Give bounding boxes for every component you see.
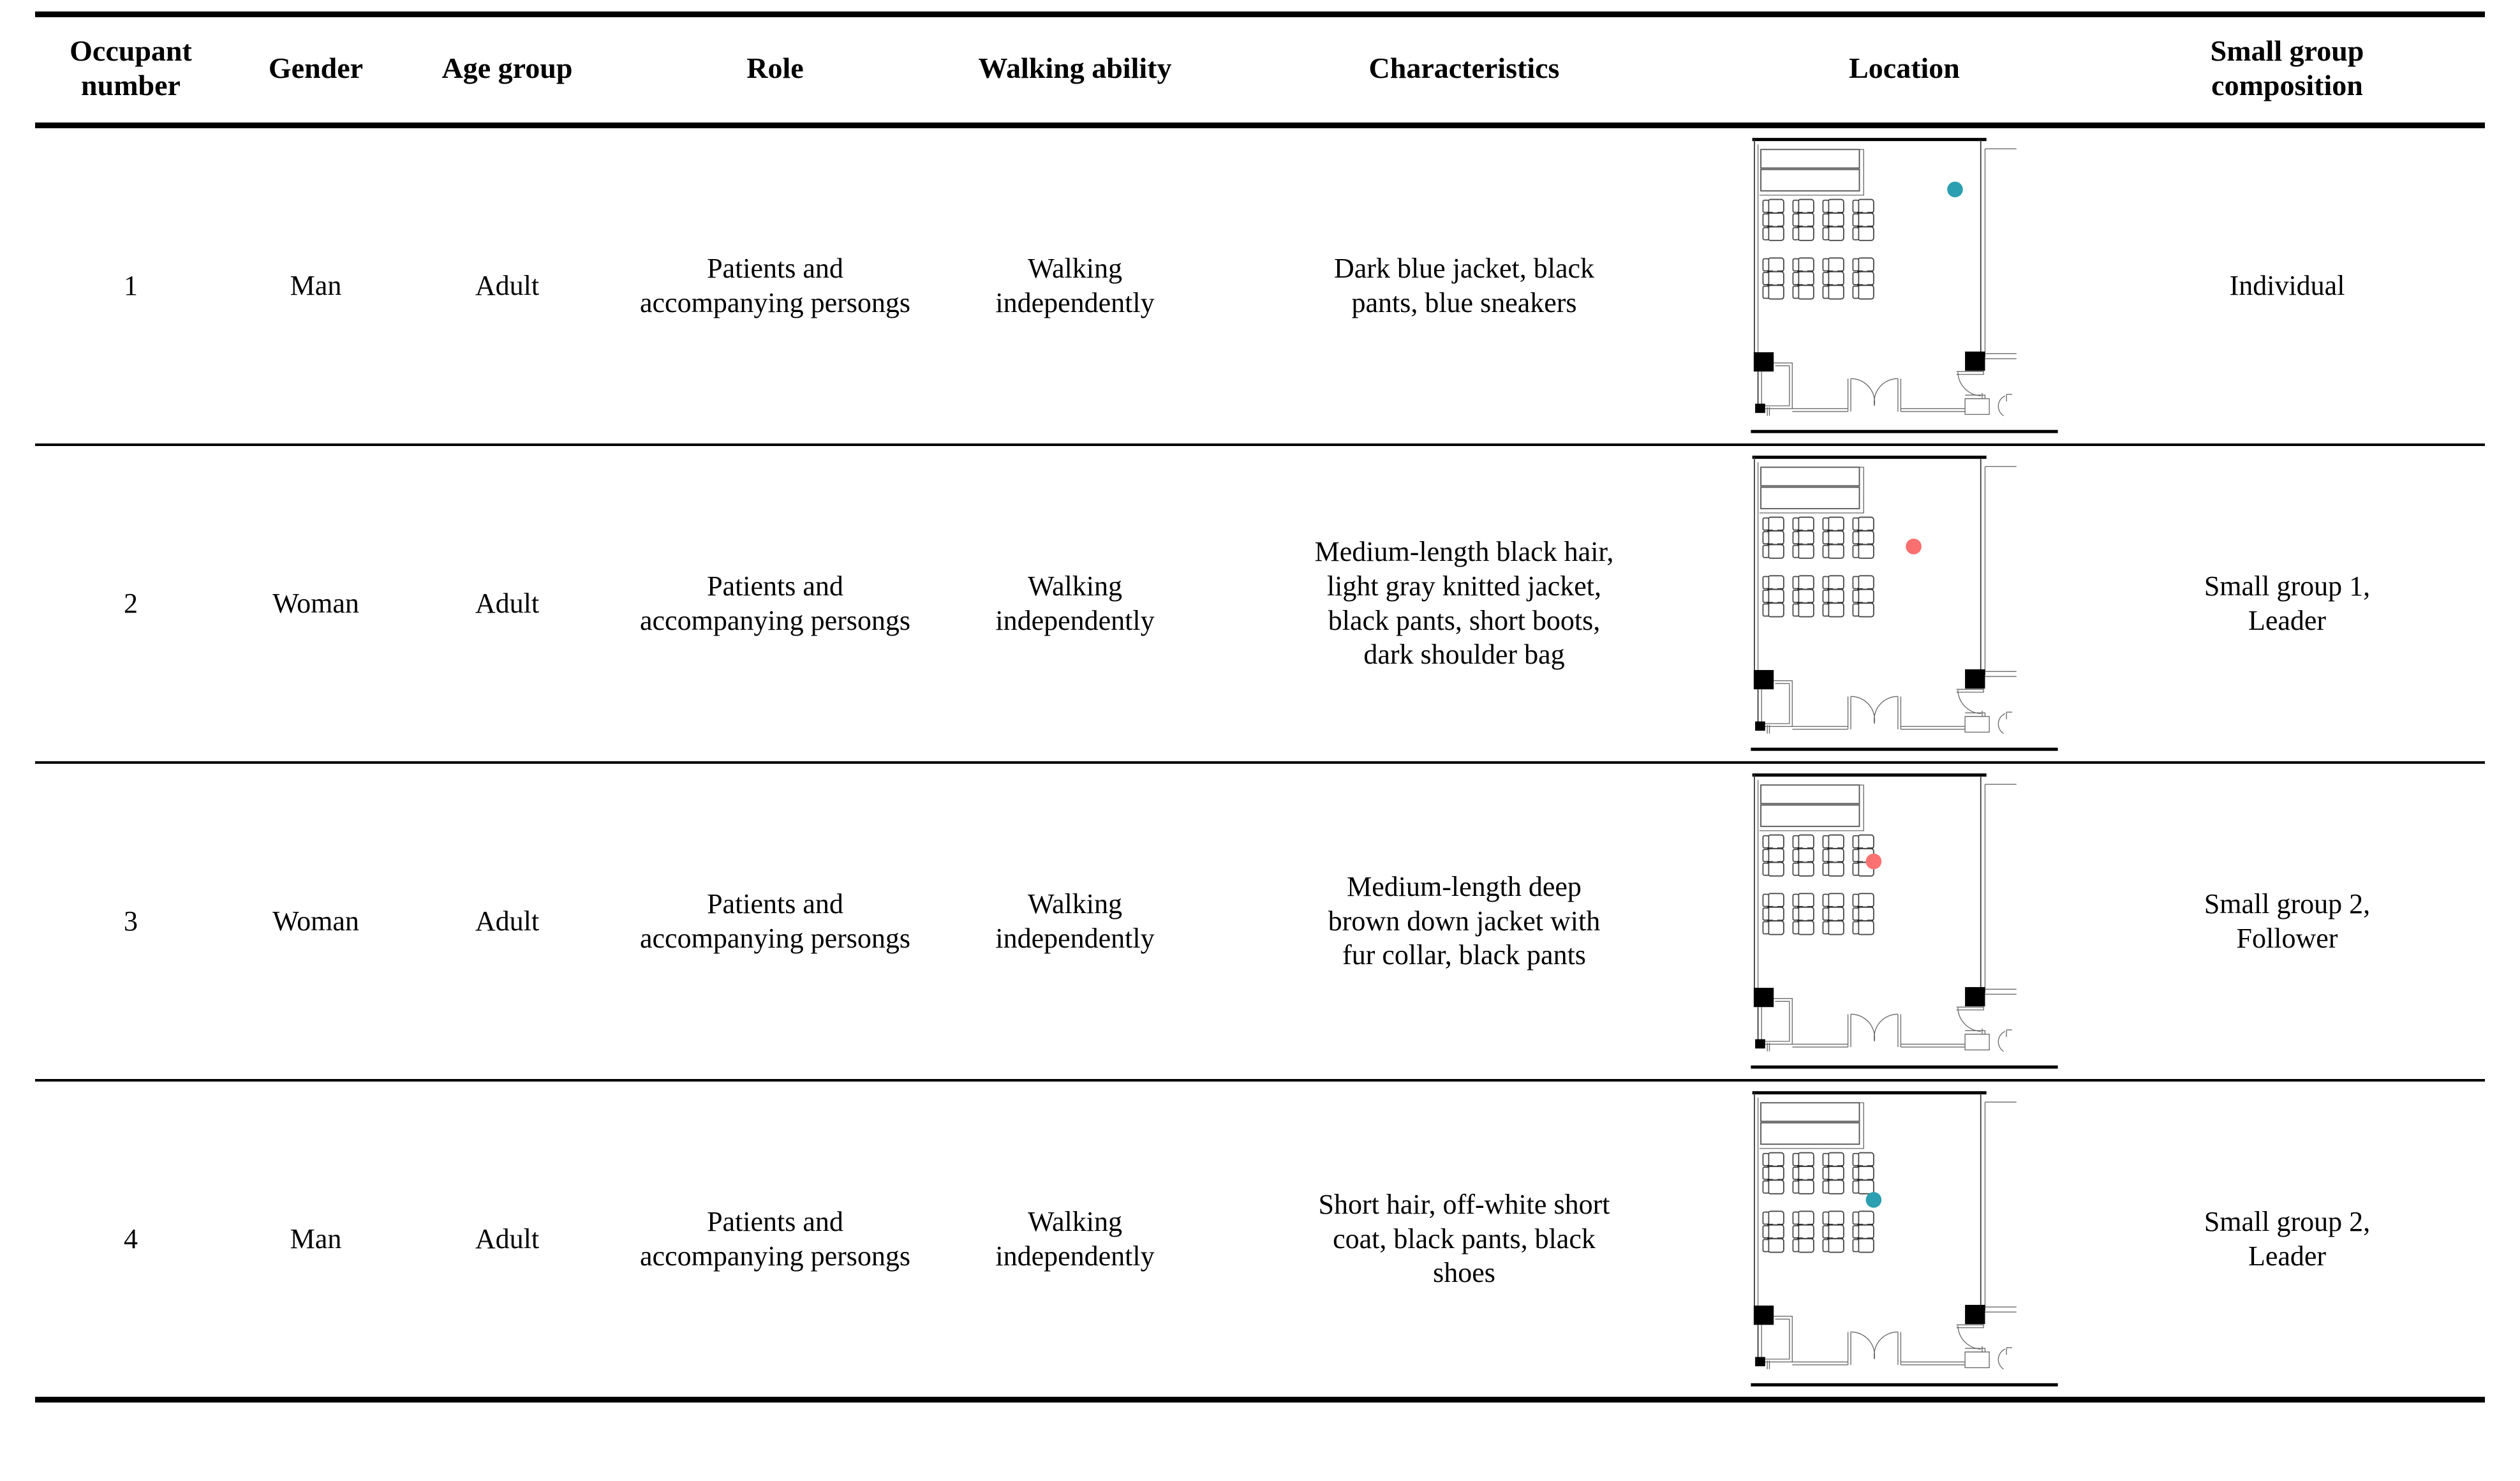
table-row: 1 Man Adult Patients and accompanying pe…	[35, 125, 2485, 446]
header-row: Occupant number Gender Age group Role Wa…	[35, 11, 2485, 128]
cell-location	[1719, 125, 2089, 446]
cell-location	[1719, 762, 2089, 1082]
occupant-table: Occupant number Gender Age group Role Wa…	[35, 11, 2485, 1403]
cell-role: Patients and accompanying persongs	[609, 1080, 941, 1403]
floor-plan-diagram-occupant-3	[1726, 771, 2083, 1071]
cell-small-group-composition: Small group 2, Follower	[2089, 762, 2485, 1082]
cell-gender: Woman	[226, 444, 405, 764]
table-header: Occupant number Gender Age group Role Wa…	[35, 11, 2485, 128]
cell-age-group: Adult	[405, 125, 609, 446]
column-header-walking-ability: Walking ability	[941, 11, 1209, 128]
cell-occupant-number: 2	[35, 444, 226, 764]
cell-small-group-composition: Individual	[2089, 125, 2485, 446]
cell-walking-ability: Walking independently	[941, 125, 1209, 446]
column-header-small-group-composition: Small group composition	[2089, 11, 2485, 128]
cell-age-group: Adult	[405, 1080, 609, 1403]
cell-occupant-number: 1	[35, 125, 226, 446]
table-row: 4 Man Adult Patients and accompanying pe…	[35, 1080, 2485, 1403]
column-header-age-group: Age group	[405, 11, 609, 128]
cell-walking-ability: Walking independently	[941, 444, 1209, 764]
cell-small-group-composition: Small group 1, Leader	[2089, 444, 2485, 764]
cell-gender: Woman	[226, 762, 405, 1082]
cell-characteristics: Medium-length deep brown down jacket wit…	[1209, 762, 1719, 1082]
cell-small-group-composition: Small group 2, Leader	[2089, 1080, 2485, 1403]
cell-walking-ability: Walking independently	[941, 1080, 1209, 1403]
cell-characteristics: Dark blue jacket, black pants, blue snea…	[1209, 125, 1719, 446]
table-row: 3 Woman Adult Patients and accompanying …	[35, 762, 2485, 1082]
cell-age-group: Adult	[405, 444, 609, 764]
column-header-gender: Gender	[226, 11, 405, 128]
cell-gender: Man	[226, 125, 405, 446]
cell-characteristics: Medium-length black hair, light gray kni…	[1209, 444, 1719, 764]
cell-role: Patients and accompanying persongs	[609, 444, 941, 764]
cell-location	[1719, 1080, 2089, 1403]
floor-plan-diagram-occupant-2	[1726, 454, 2083, 754]
cell-occupant-number: 3	[35, 762, 226, 1082]
floor-plan-diagram-occupant-4	[1726, 1089, 2083, 1389]
floor-plan-diagram-occupant-1	[1726, 136, 2083, 436]
table-body: 1 Man Adult Patients and accompanying pe…	[35, 125, 2485, 1403]
cell-occupant-number: 4	[35, 1080, 226, 1403]
cell-role: Patients and accompanying persongs	[609, 125, 941, 446]
cell-age-group: Adult	[405, 762, 609, 1082]
cell-location	[1719, 444, 2089, 764]
column-header-role: Role	[609, 11, 941, 128]
cell-gender: Man	[226, 1080, 405, 1403]
column-header-location: Location	[1719, 11, 2089, 128]
cell-role: Patients and accompanying persongs	[609, 762, 941, 1082]
column-header-occupant-number: Occupant number	[35, 11, 226, 128]
table-row: 2 Woman Adult Patients and accompanying …	[35, 444, 2485, 764]
cell-characteristics: Short hair, off-white short coat, black …	[1209, 1080, 1719, 1403]
cell-walking-ability: Walking independently	[941, 762, 1209, 1082]
column-header-characteristics: Characteristics	[1209, 11, 1719, 128]
